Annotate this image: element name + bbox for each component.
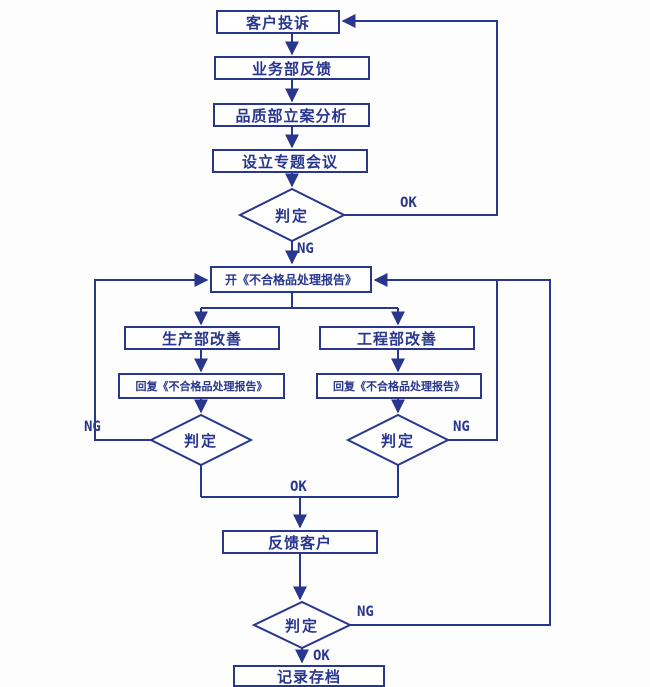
edge-label-ok-final: OK [313, 648, 330, 664]
decision-final-label: 判定 [284, 616, 319, 635]
node-reply-report-production: 回复《不合格品处理报告》 [118, 373, 285, 399]
decision-diamond-1 [237, 187, 347, 243]
node-reply-report-engineering: 回复《不合格品处理报告》 [316, 373, 482, 399]
edge-label-ok-top: OK [400, 195, 417, 211]
edge-label-ng-right: NG [453, 419, 470, 435]
node-business-feedback: 业务部反馈 [214, 56, 370, 80]
node-open-report: 开《不合格品处理报告》 [210, 266, 372, 293]
node-engineering-improvement: 工程部改善 [319, 326, 475, 350]
edge-label-ok-merge: OK [290, 479, 307, 495]
decision-diamond-final [251, 600, 353, 650]
node-production-improvement: 生产部改善 [124, 326, 280, 350]
decision-engineering-label: 判定 [380, 431, 415, 450]
decision-diamond-engineering [345, 413, 451, 467]
decision-production-label: 判定 [183, 431, 218, 450]
connector-lines [94, 14, 551, 664]
node-record-archive: 记录存档 [233, 665, 385, 687]
decision-diamonds [148, 187, 451, 650]
edge-label-ng-left: NG [84, 419, 101, 435]
decision-diamond-production [148, 413, 254, 467]
node-customer-complaint: 客户投诉 [216, 10, 340, 34]
node-quality-case-analysis: 品质部立案分析 [213, 103, 370, 127]
edge-label-ng-final: NG [357, 604, 374, 620]
edge-label-ng-top: NG [297, 241, 314, 257]
decision-1-label: 判定 [274, 206, 309, 225]
node-customer-feedback: 反馈客户 [222, 530, 378, 554]
node-special-meeting: 设立专题会议 [212, 149, 368, 173]
